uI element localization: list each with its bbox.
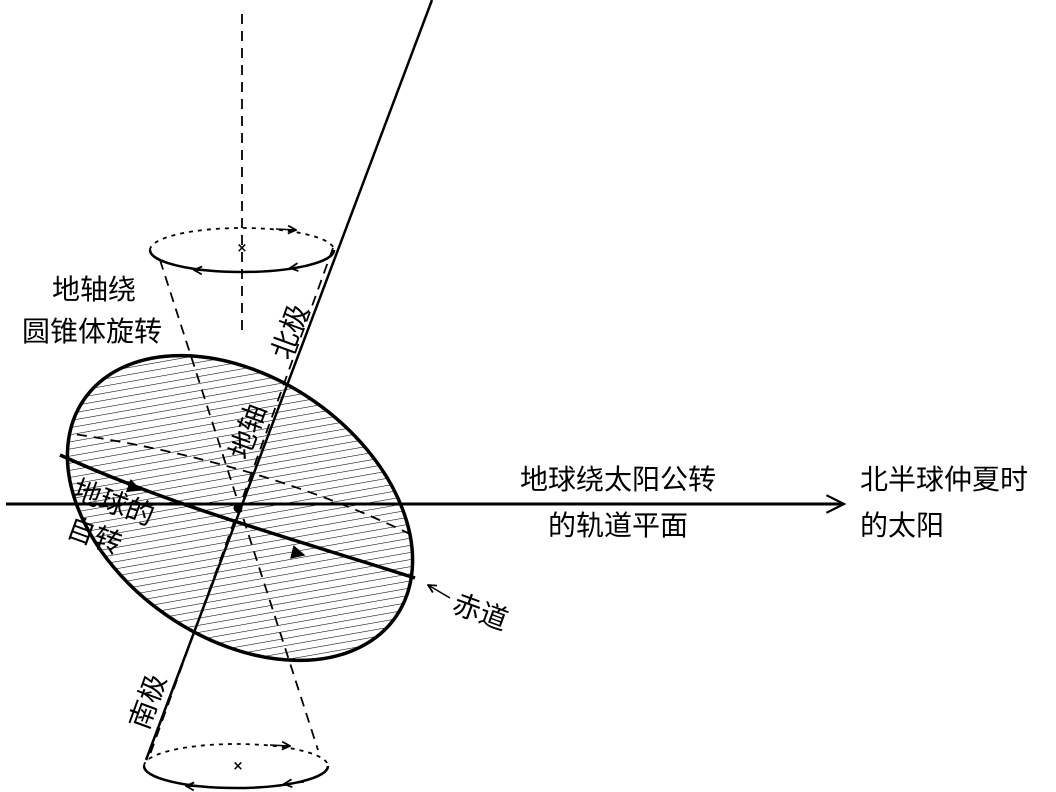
- inner-dashed-circle: [59, 431, 419, 539]
- precession-label-line1: 地轴绕: [52, 273, 137, 306]
- earth-axis-line: [144, 0, 434, 761]
- precession-label-line2: 圆锥体旋转: [22, 315, 163, 348]
- equator-arrow-1: [125, 479, 142, 493]
- bottom-circle-center-mark: ×: [233, 759, 244, 774]
- bottom-circle-arrow-front-2: [284, 782, 305, 784]
- orbit-plane-label-line1: 地球绕太阳公转: [520, 463, 717, 496]
- bottom-circle-arrow-front-1: [186, 786, 209, 787]
- equator-arrow-2: [290, 545, 306, 559]
- orbit-plane-label-line2: 的轨道平面: [548, 509, 689, 542]
- sun-label-line1: 北半球仲夏时: [860, 463, 1029, 496]
- sun-label-line2: 的太阳: [860, 509, 945, 542]
- top-circle-arrow-front-1: [194, 270, 215, 271]
- top-circle-arrow-back: [275, 229, 296, 230]
- bottom-precession-circle: ×: [142, 744, 330, 788]
- equator-pointer-arrow: [428, 585, 451, 599]
- earth-center-dot: [233, 503, 243, 513]
- bottom-circle-arrow-back: [269, 745, 290, 746]
- top-circle-center-mark: ×: [237, 241, 248, 256]
- top-circle-arrow-front-2: [290, 266, 309, 268]
- equator-line: [59, 453, 416, 580]
- top-precession-circle: ×: [148, 228, 336, 272]
